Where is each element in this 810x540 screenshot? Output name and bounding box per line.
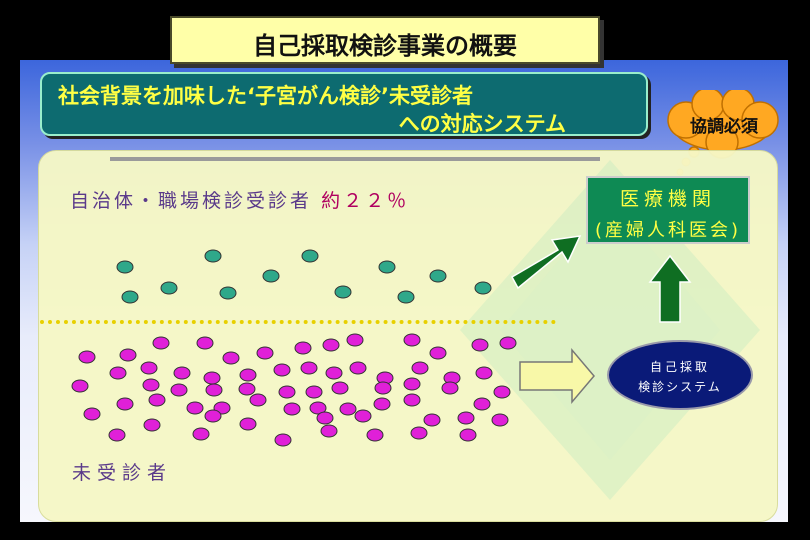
screened-person-dot	[160, 281, 178, 295]
unscreened-person-dot	[411, 361, 429, 375]
group-separator	[40, 320, 556, 324]
unscreened-person-dot	[278, 385, 296, 399]
unscreened-person-dot	[196, 336, 214, 350]
unscreened-person-dot	[354, 409, 372, 423]
screened-person-dot	[219, 286, 237, 300]
screened-dots	[116, 249, 492, 304]
unscreened-person-dot	[349, 361, 367, 375]
unscreened-person-dot	[143, 418, 161, 432]
unscreened-person-dot	[274, 433, 292, 447]
screened-person-dot	[397, 290, 415, 304]
screened-person-dot	[262, 269, 280, 283]
unscreened-person-dot	[423, 413, 441, 427]
unscreened-person-dot	[119, 348, 137, 362]
unscreened-person-dot	[374, 381, 392, 395]
unscreened-person-dot	[471, 338, 489, 352]
screened-person-dot	[301, 249, 319, 263]
unscreened-person-dot	[491, 413, 509, 427]
unscreened-person-dot	[459, 428, 477, 442]
unscreened-dots	[71, 333, 517, 447]
subtitle-line2: への対応システム	[398, 112, 566, 136]
unscreened-person-dot	[473, 397, 491, 411]
system-line2: 検診システム	[638, 380, 722, 394]
unscreened-person-dot	[373, 397, 391, 411]
screened-person-dot	[474, 281, 492, 295]
unscreened-person-dot	[108, 428, 126, 442]
screened-person-dot	[429, 269, 447, 283]
unscreened-person-dot	[441, 381, 459, 395]
unscreened-person-dot	[429, 346, 447, 360]
unscreened-person-dot	[222, 351, 240, 365]
unscreened-person-dot	[186, 401, 204, 415]
unscreened-person-dot	[148, 393, 166, 407]
unscreened-person-dot	[192, 427, 210, 441]
unscreened-person-dot	[403, 333, 421, 347]
title-box: 自己採取検診事業の概要	[170, 16, 600, 64]
unscreened-person-dot	[173, 366, 191, 380]
unscreened-group-label: 未受診者	[72, 462, 173, 484]
unscreened-person-dot	[238, 382, 256, 396]
unscreened-person-dot	[116, 397, 134, 411]
unscreened-person-dot	[71, 379, 89, 393]
screened-person-dot	[121, 290, 139, 304]
unscreened-person-dot	[142, 378, 160, 392]
unscreened-person-dot	[305, 385, 323, 399]
page-title: 自己採取検診事業の概要	[253, 32, 517, 60]
right-arrow-icon	[519, 347, 595, 405]
unscreened-person-dot	[339, 402, 357, 416]
unscreened-person-dot	[283, 402, 301, 416]
unscreened-person-dot	[300, 361, 318, 375]
unscreened-person-dot	[475, 366, 493, 380]
unscreened-person-dot	[410, 426, 428, 440]
cloud-label: 協調必須	[690, 117, 758, 137]
screened-label-text: 自治体・職場検診受診者	[70, 190, 313, 212]
screened-person-dot	[334, 285, 352, 299]
diagonal-arrow-icon	[510, 235, 582, 290]
unscreened-person-dot	[331, 381, 349, 395]
unscreened-person-dot	[78, 350, 96, 364]
unscreened-person-dot	[273, 363, 291, 377]
up-arrow-icon	[648, 254, 692, 323]
divider-line	[110, 157, 600, 161]
unscreened-person-dot	[346, 333, 364, 347]
unscreened-person-dot	[239, 368, 257, 382]
subtitle-line1: 社会背景を加味した‘子宮がん検診’未受診者	[58, 84, 473, 108]
unscreened-person-dot	[170, 383, 188, 397]
screened-person-dot	[116, 260, 134, 274]
system-line1: 自己採取	[649, 360, 710, 374]
screened-group-label: 自治体・職場検診受診者 約２２％	[70, 186, 409, 213]
unscreened-person-dot	[322, 338, 340, 352]
screened-percentage: 約２２％	[321, 190, 410, 212]
unscreened-person-dot	[239, 417, 257, 431]
screened-person-dot	[378, 260, 396, 274]
unscreened-person-dot	[140, 361, 158, 375]
self-sampling-system-node: 自己採取 検診システム	[607, 340, 753, 410]
unscreened-person-dot	[403, 377, 421, 391]
unscreened-person-dot	[204, 409, 222, 423]
unscreened-person-dot	[366, 428, 384, 442]
unscreened-person-dot	[499, 336, 517, 350]
unscreened-person-dot	[294, 341, 312, 355]
medical-title: 医療機関	[619, 188, 716, 210]
medical-institution-box: 医療機関 (産婦人科医会)	[586, 176, 750, 244]
unscreened-person-dot	[325, 366, 343, 380]
unscreened-person-dot	[256, 346, 274, 360]
unscreened-person-dot	[493, 385, 511, 399]
cloud-icon	[667, 90, 779, 159]
unscreened-person-dot	[403, 393, 421, 407]
unscreened-person-dot	[109, 366, 127, 380]
unscreened-person-dot	[83, 407, 101, 421]
unscreened-person-dot	[249, 393, 267, 407]
unscreened-person-dot	[152, 336, 170, 350]
screened-person-dot	[204, 249, 222, 263]
unscreened-person-dot	[316, 411, 334, 425]
medical-subtitle: (産婦人科医会)	[594, 220, 742, 241]
unscreened-person-dot	[457, 411, 475, 425]
unscreened-person-dot	[309, 401, 327, 415]
unscreened-person-dot	[320, 424, 338, 438]
unscreened-person-dot	[205, 383, 223, 397]
subtitle-box: 社会背景を加味した‘子宮がん検診’未受診者 への対応システム	[40, 72, 648, 136]
